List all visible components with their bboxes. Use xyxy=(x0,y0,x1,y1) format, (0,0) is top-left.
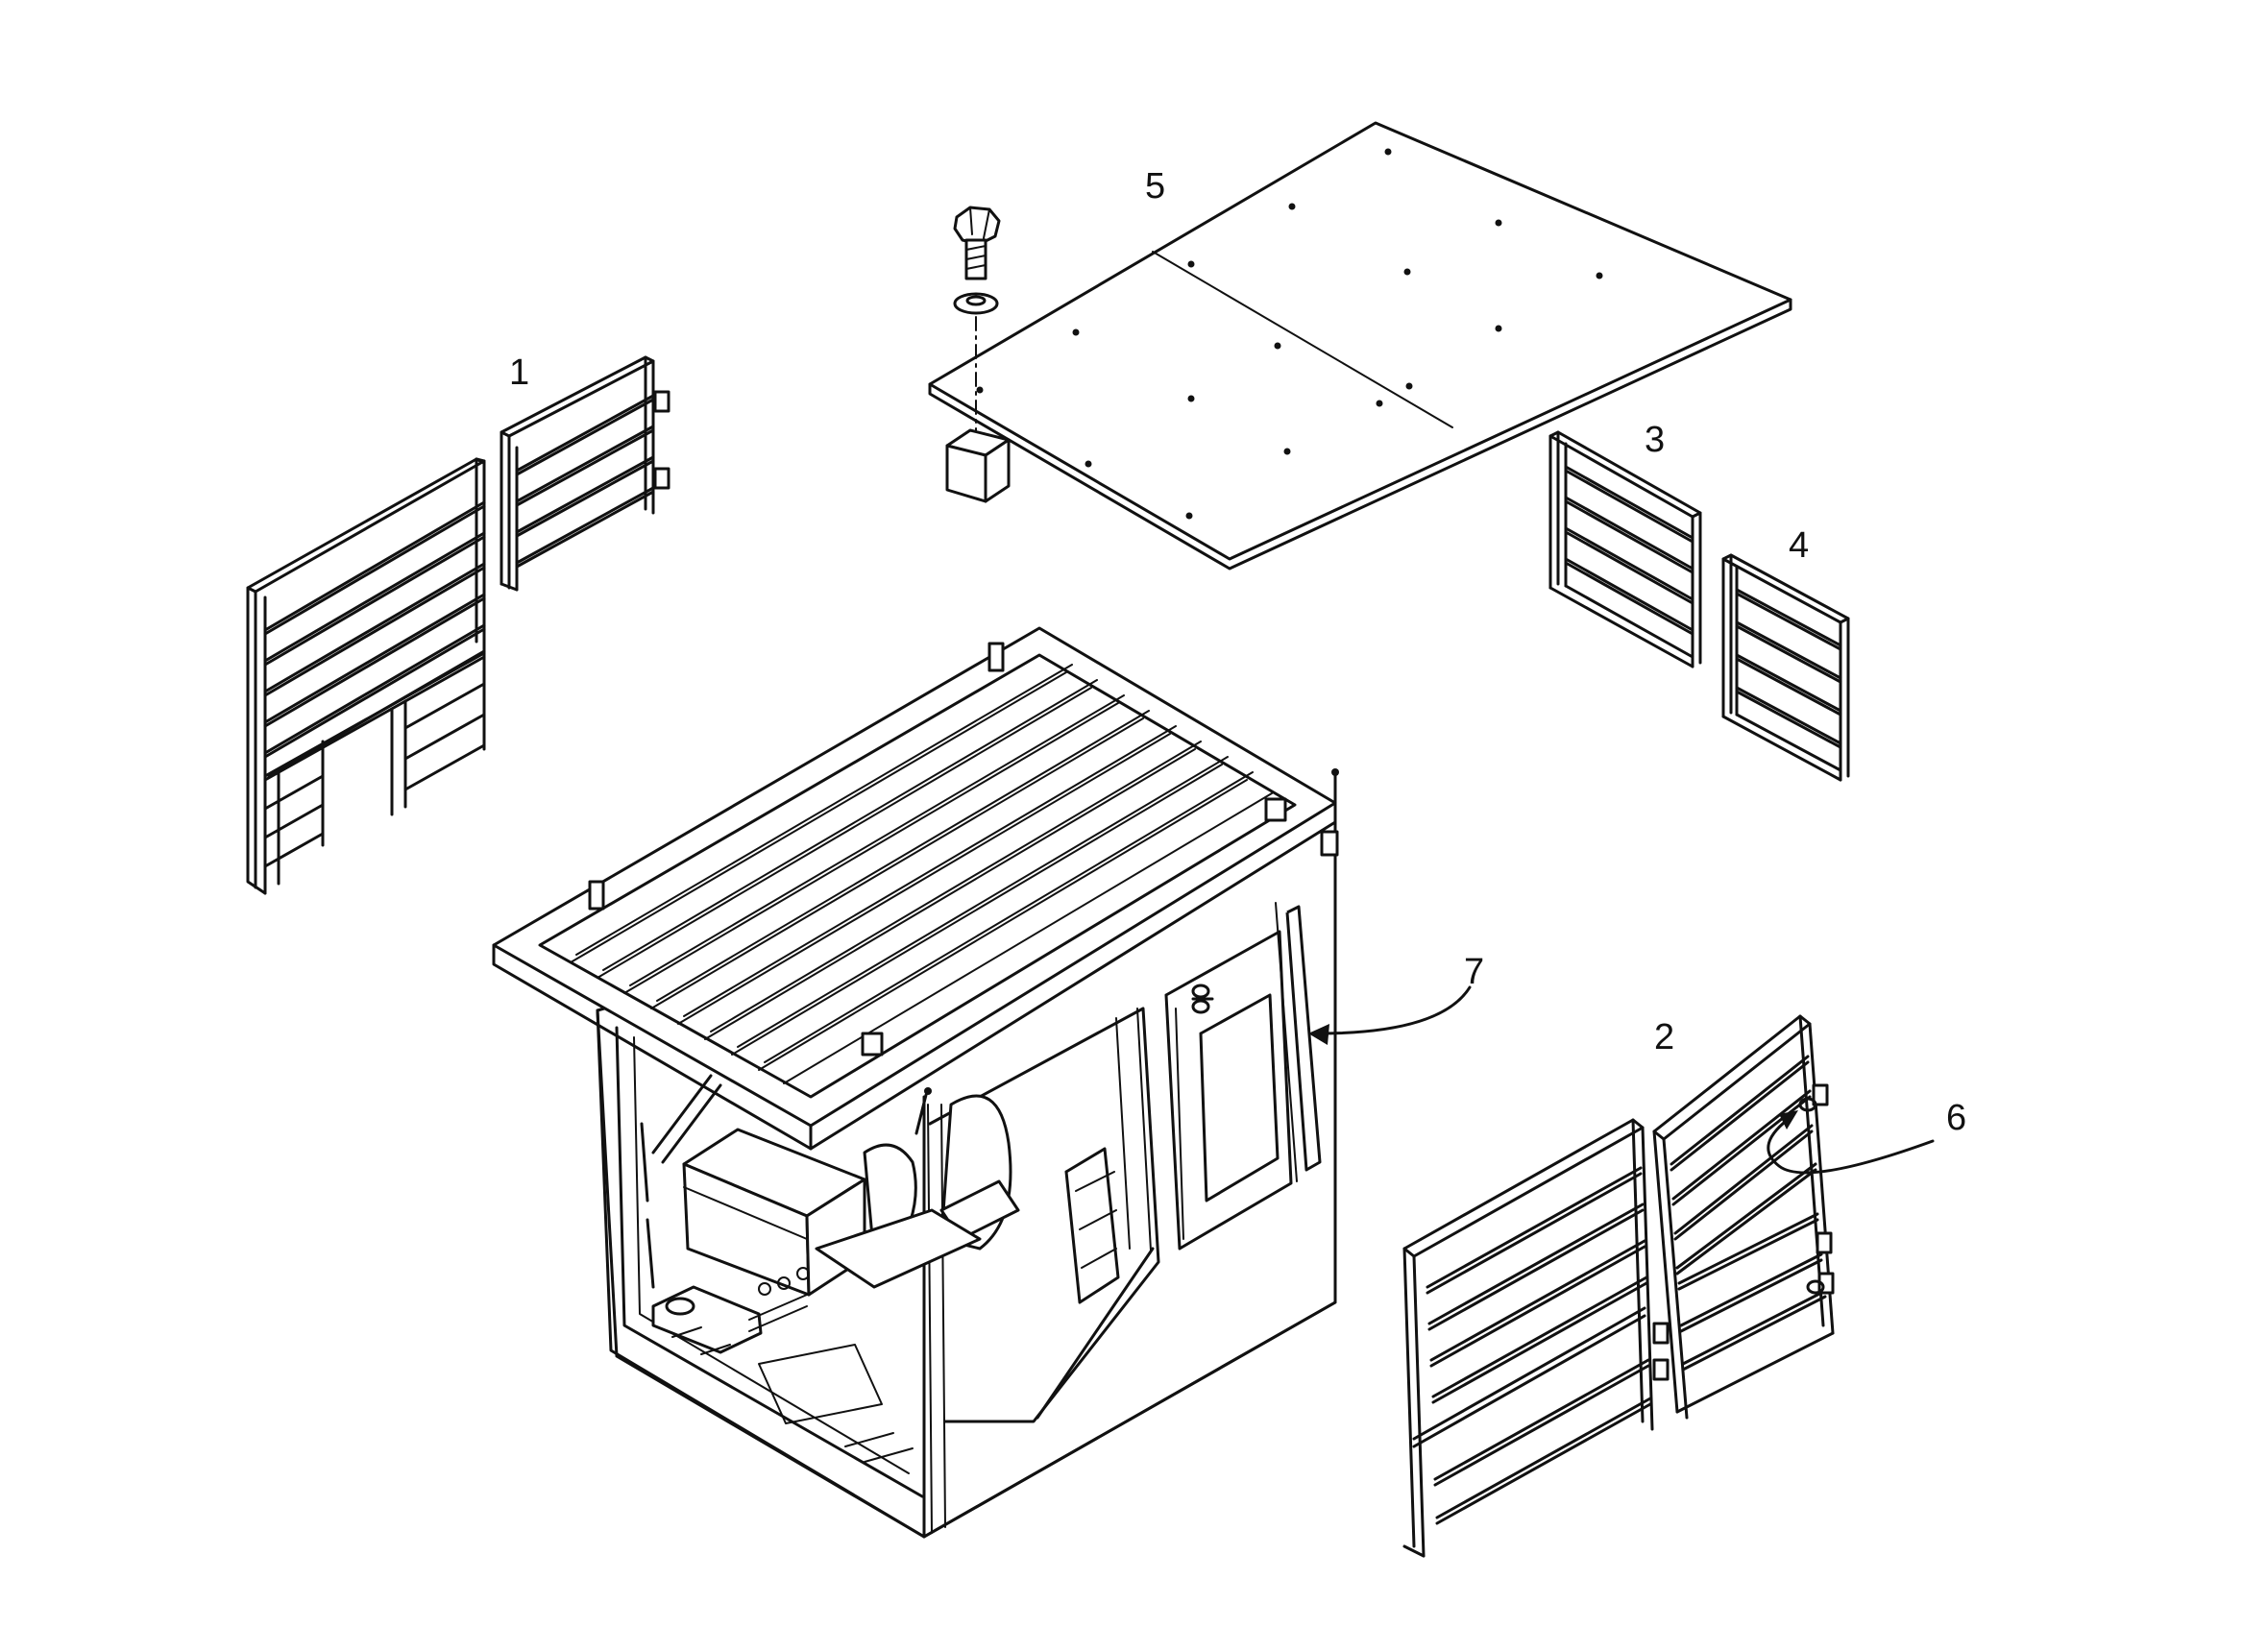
bolt-icon xyxy=(953,206,1001,280)
callout-3: 3 xyxy=(1645,420,1665,460)
callout-2: 2 xyxy=(1654,1017,1674,1057)
roof-lift-lugs xyxy=(588,642,1339,1135)
hinge-pin-icon xyxy=(1798,1097,1825,1295)
screen-panel-part-2-door xyxy=(1652,1014,1835,1420)
screen-panel-part-1-slats xyxy=(263,500,486,782)
callout-1: 1 xyxy=(509,352,529,393)
roof-plate-part-5 xyxy=(928,121,1792,571)
mount-block-icon xyxy=(945,428,1011,503)
cab-roof-frame xyxy=(492,626,1339,1151)
cab-floor xyxy=(671,1247,1155,1463)
screen-panel-part-1-small xyxy=(500,355,670,592)
control-console xyxy=(651,1128,866,1354)
washer-icon xyxy=(953,292,999,315)
operator-seat xyxy=(815,1094,1020,1289)
callout-6: 6 xyxy=(1946,1098,1966,1138)
screen-panel-part-1-lower-right xyxy=(390,642,486,816)
screen-panel-part-1-lower-left xyxy=(263,740,325,895)
screen-panel-part-3 xyxy=(1548,430,1702,668)
leader-lines xyxy=(1308,985,1935,1175)
roof-slats xyxy=(570,664,1273,1084)
callout-4: 4 xyxy=(1789,525,1809,566)
door-latch-icon xyxy=(1191,984,1214,1014)
rear-window xyxy=(1064,1147,1120,1304)
callout-5: 5 xyxy=(1145,166,1165,206)
bolt-and-mount xyxy=(945,206,1011,503)
screen-panel-part-1-large xyxy=(246,457,486,895)
screen-panel-part-4 xyxy=(1721,553,1850,782)
screen-panel-part-2-front xyxy=(1402,1118,1670,1558)
roof-plate-holes xyxy=(976,148,1603,520)
callout-7: 7 xyxy=(1464,952,1484,992)
